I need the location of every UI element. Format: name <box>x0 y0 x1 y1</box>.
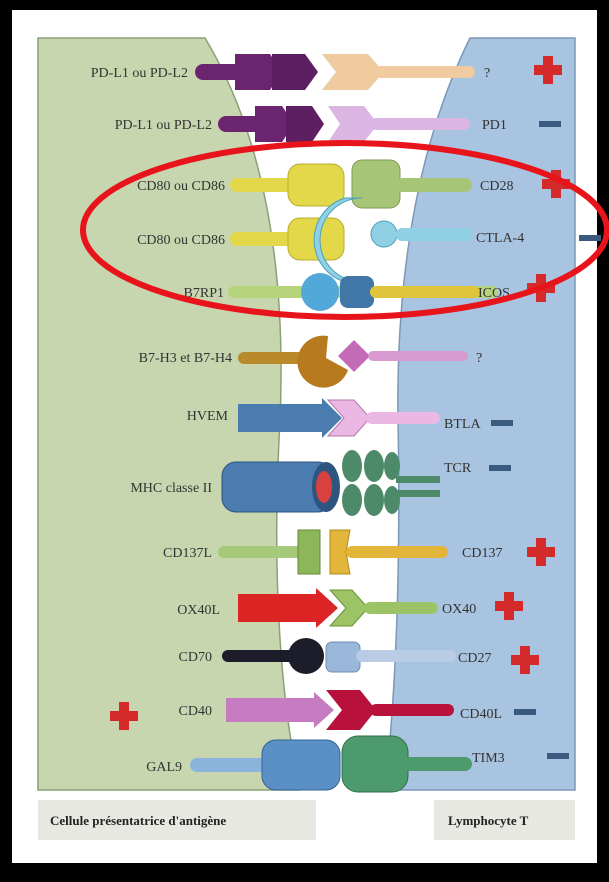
unknown-receptor-stalk <box>375 66 475 78</box>
right-label-12: CD40L <box>460 707 502 722</box>
tcr-lobe-1 <box>342 450 362 482</box>
hvem-arrow <box>238 398 342 438</box>
ctla4-stalk <box>396 228 472 241</box>
left-label-10: OX40L <box>177 603 220 618</box>
left-label-13: GAL9 <box>146 760 182 775</box>
cd80-domain <box>288 164 344 206</box>
left-label-1: PD-L1 ou PD-L2 <box>91 66 188 81</box>
tcr-lobe-4 <box>364 484 384 516</box>
footer-right-label: Lymphocyte T <box>448 813 529 828</box>
left-label-8: MHC classe II <box>130 481 212 496</box>
tcr-lobe-3 <box>364 450 384 482</box>
left-label-3: CD80 ou CD86 <box>137 179 225 194</box>
right-label-1: ? <box>484 66 490 81</box>
tcr-stalk-a <box>396 476 440 483</box>
icos-domain <box>340 276 374 308</box>
tcr-stalk-b <box>396 490 440 497</box>
pd1-stalk <box>370 118 470 130</box>
left-label-9: CD137L <box>163 546 212 561</box>
cd137-stalk <box>346 546 448 558</box>
cd137l-domain <box>298 530 320 574</box>
left-label-4: CD80 ou CD86 <box>137 233 225 248</box>
right-label-9: CD137 <box>462 546 502 561</box>
right-label-8: TCR <box>444 461 472 476</box>
ox40-stalk <box>364 602 438 614</box>
left-label-7: HVEM <box>187 409 229 424</box>
right-label-4: CTLA-4 <box>476 231 524 246</box>
right-minus-sign-13 <box>547 753 569 759</box>
right-label-6: ? <box>476 351 482 366</box>
cd137l-stalk <box>218 546 308 558</box>
right-minus-sign-12 <box>514 709 536 715</box>
right-minus-sign-4 <box>579 235 601 241</box>
right-label-2: PD1 <box>482 118 507 133</box>
left-label-11: CD70 <box>179 650 212 665</box>
right-label-10: OX40 <box>442 602 476 617</box>
tcr-lobe-2 <box>342 484 362 516</box>
right-label-7: BTLA <box>444 417 481 432</box>
ctla4-head <box>371 221 397 247</box>
cd27-domain <box>326 642 360 672</box>
btla-stalk <box>366 412 440 424</box>
unknown2-stalk <box>368 351 468 361</box>
cd70-head <box>288 638 324 674</box>
right-label-13: TIM3 <box>472 751 505 766</box>
footer-left-label: Cellule présentatrice d'antigène <box>50 813 226 828</box>
right-minus-sign-2 <box>539 121 561 127</box>
cd28-domain <box>352 160 400 208</box>
left-label-6: B7-H3 et B7-H4 <box>139 351 232 366</box>
b7rp1-head <box>301 273 339 311</box>
tim3-stalk <box>404 757 472 771</box>
peptide <box>316 471 332 503</box>
tcr-lobe-5 <box>384 452 400 480</box>
cd40l-stalk <box>370 704 454 716</box>
right-label-3: CD28 <box>480 179 513 194</box>
tim3-domain <box>342 736 408 792</box>
left-label-2: PD-L1 ou PD-L2 <box>115 118 212 133</box>
icos-stalk <box>370 286 480 298</box>
right-minus-sign-7 <box>491 420 513 426</box>
cd27-stalk <box>356 650 456 662</box>
gal9-domain <box>262 740 340 790</box>
right-label-11: CD27 <box>458 651 491 666</box>
cd28-stalk <box>396 178 472 192</box>
left-label-12: CD40 <box>179 704 212 719</box>
right-minus-sign-8 <box>489 465 511 471</box>
